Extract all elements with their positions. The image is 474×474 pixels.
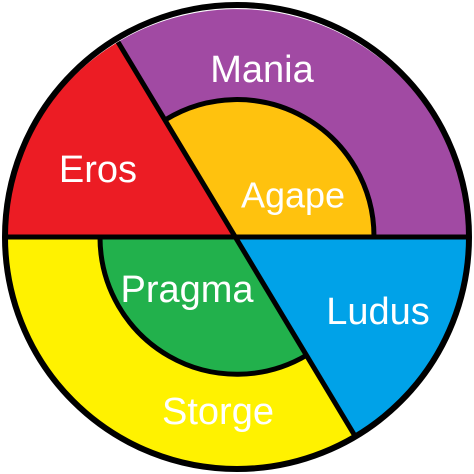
inner-arc-lower [97, 236, 309, 377]
pragma-label: Pragma [120, 269, 254, 311]
diagonal-divider [115, 40, 358, 438]
ludus-label: Ludus [326, 291, 430, 333]
eros-label: Eros [59, 149, 137, 191]
inner-arc-upper [163, 97, 377, 238]
mania-label: Mania [210, 49, 314, 91]
eros-segment [5, 42, 237, 237]
storge-label: Storge [162, 391, 274, 433]
agape-label: Agape [241, 175, 345, 216]
